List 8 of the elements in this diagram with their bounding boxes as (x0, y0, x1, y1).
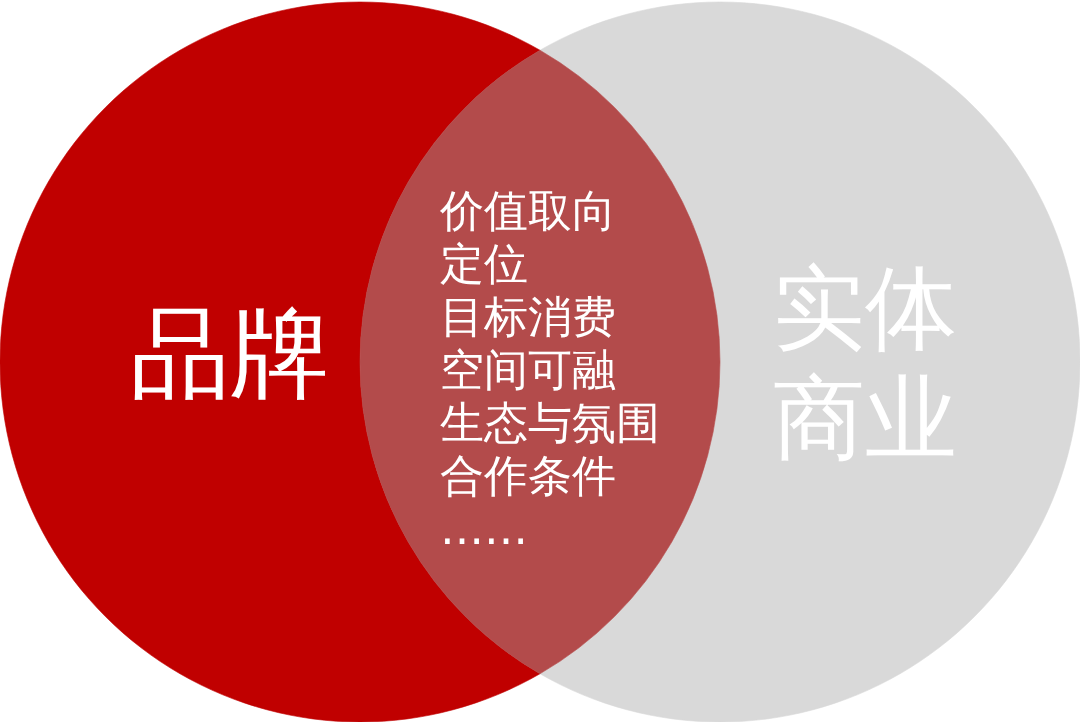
list-item: 生态与氛围 (440, 401, 660, 445)
list-item: 价值取向 (440, 189, 616, 233)
list-item: 合作条件 (440, 454, 616, 498)
circle-label: 品牌 (130, 304, 330, 404)
list-item: 目标消费 (440, 295, 616, 339)
list-item: 空间可融 (440, 348, 616, 392)
list-item: …… (440, 507, 528, 551)
list-item: 定位 (440, 242, 528, 286)
